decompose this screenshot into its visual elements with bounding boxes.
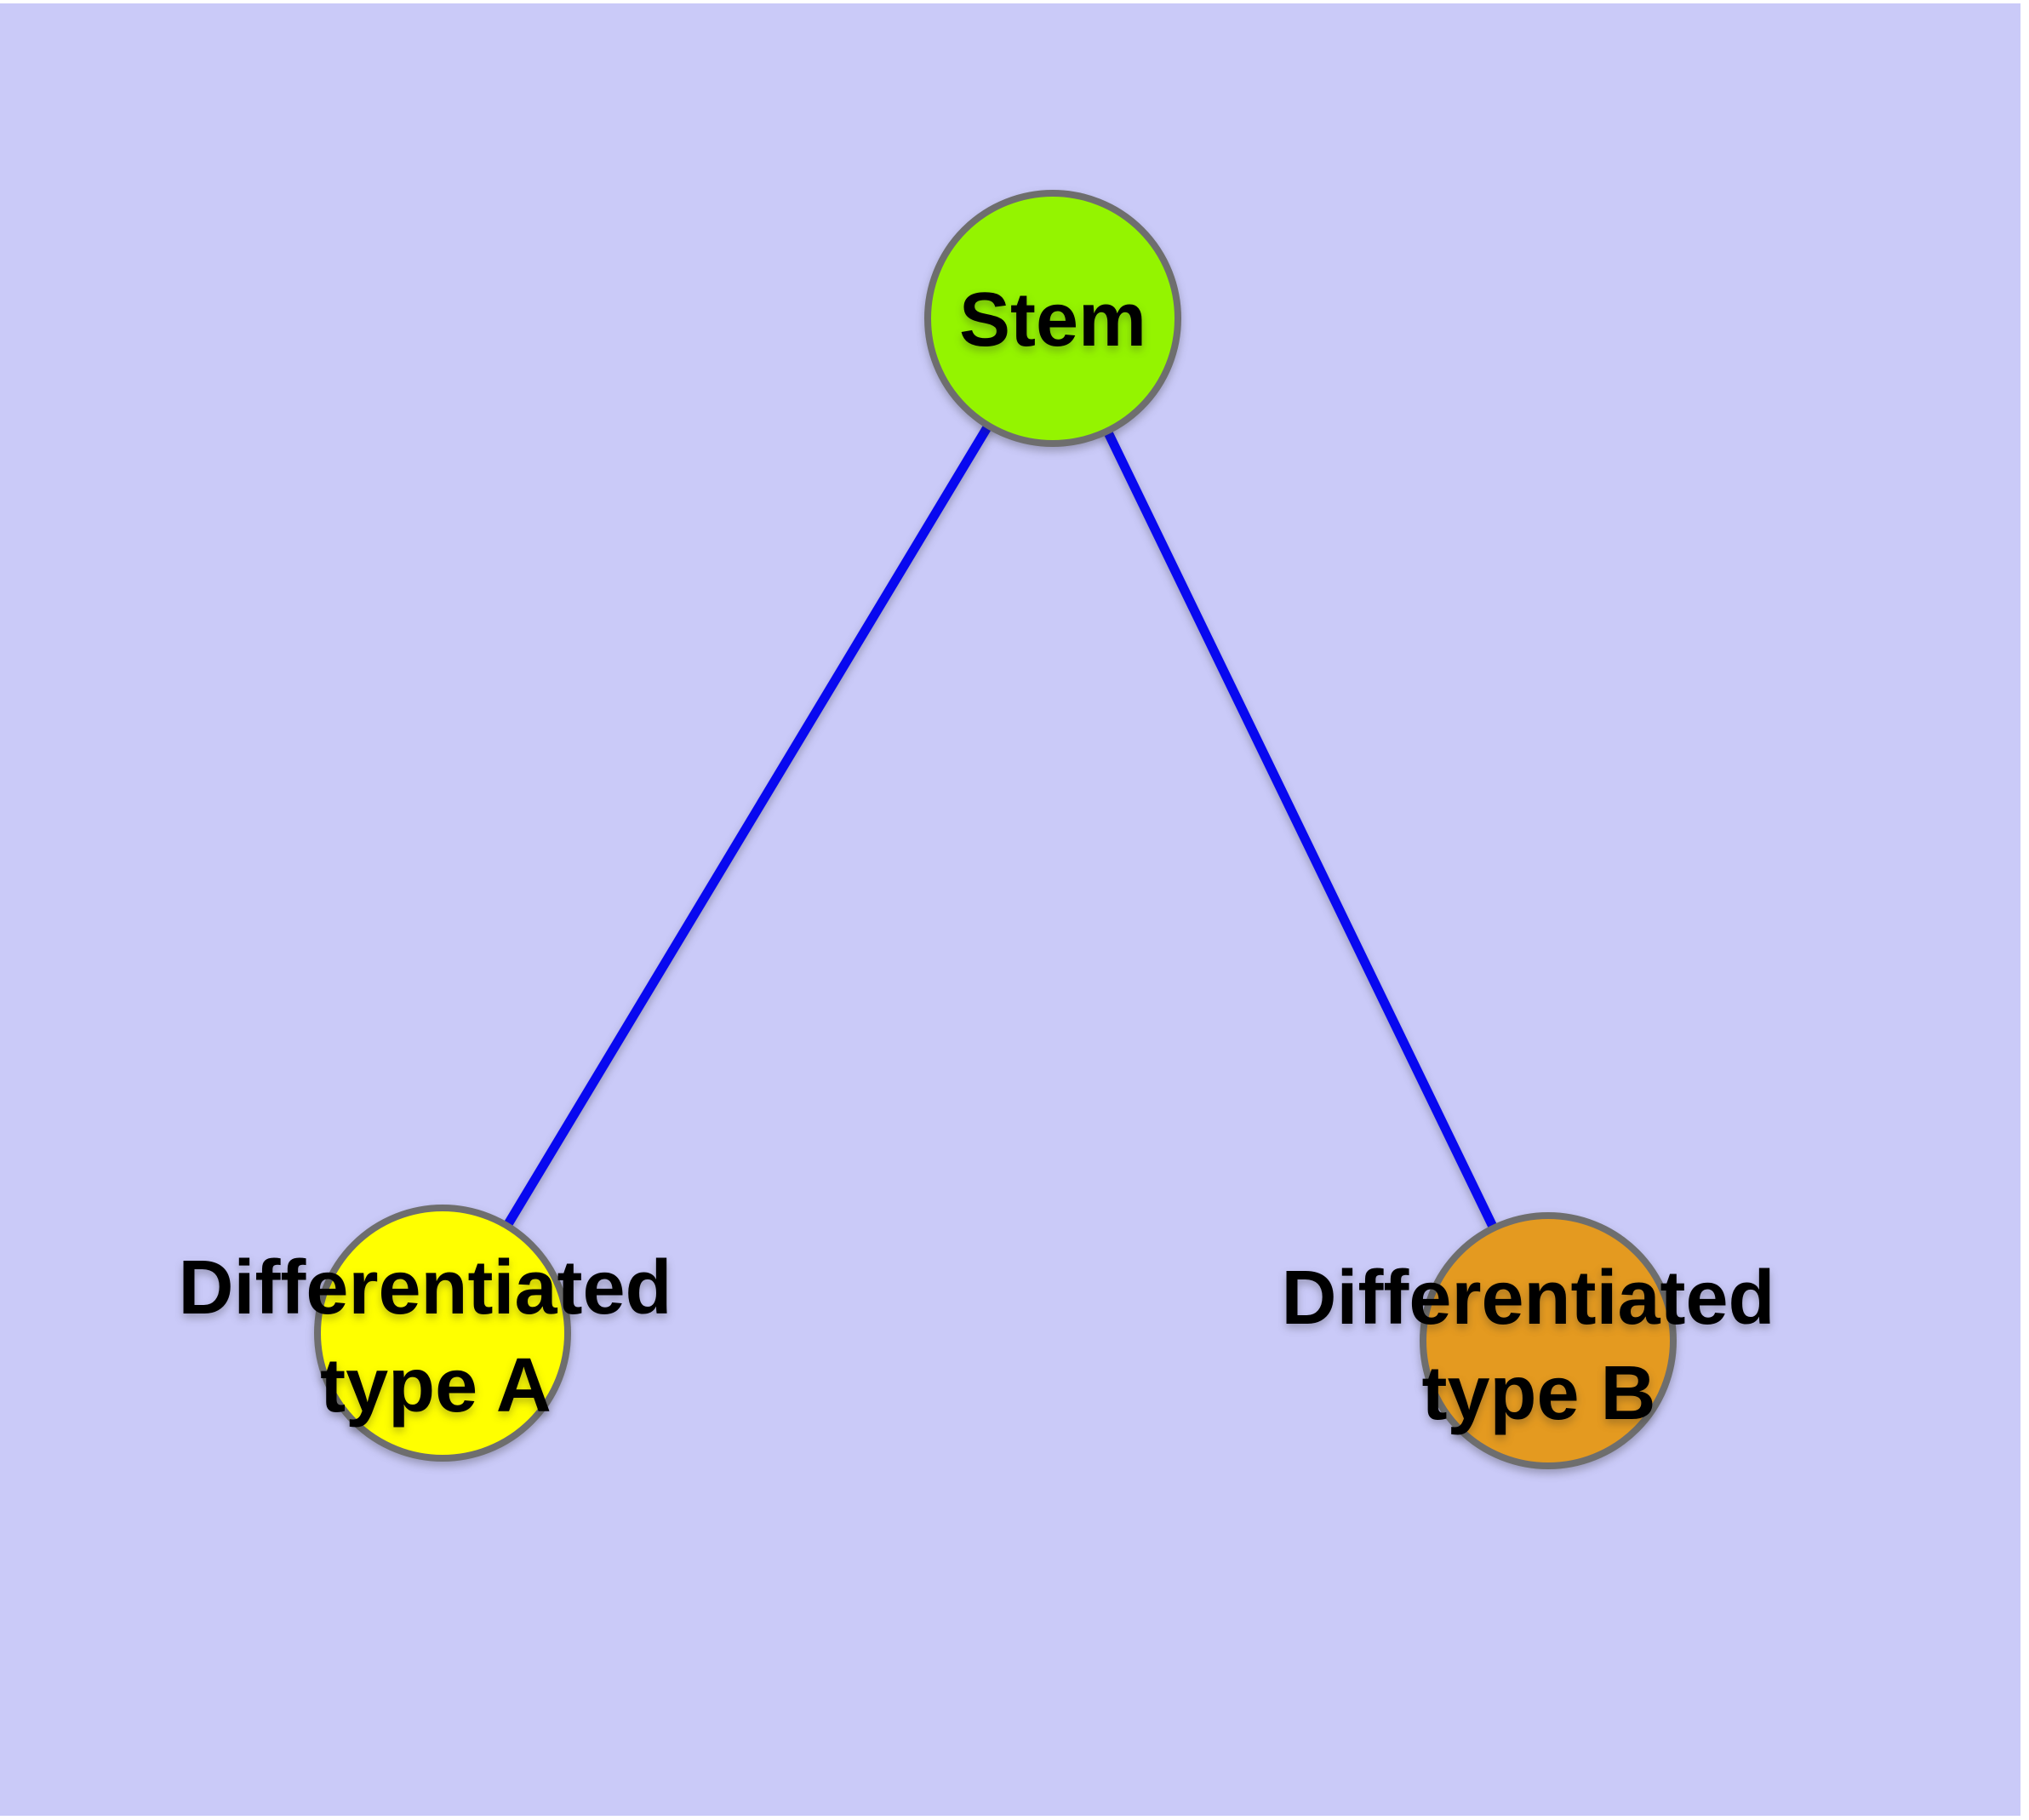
edge-layer — [438, 316, 1552, 1343]
node-differentiated-type-a-label-line2: type A — [320, 1343, 552, 1428]
node-stem-label: Stem — [959, 278, 1146, 363]
node-differentiated-type-b-label: Differentiated type B — [1281, 1256, 1796, 1436]
edge-stem-to-type-b — [1049, 316, 1552, 1343]
node-differentiated-type-b-label-line1: Differentiated — [1281, 1256, 1775, 1341]
node-layer — [314, 190, 1677, 1469]
label-layer: Stem Differentiated type A Differentiate… — [178, 278, 1796, 1436]
node-differentiated-type-b-label-line2: type B — [1421, 1351, 1655, 1436]
node-differentiated-type-a-label-line1: Differentiated — [178, 1245, 672, 1331]
node-differentiated-type-a-label: Differentiated type A — [178, 1245, 693, 1428]
edge-stem-to-type-a — [438, 316, 1057, 1336]
node-differentiated-type-b — [1420, 1212, 1677, 1469]
node-stem — [924, 190, 1181, 447]
node-differentiated-type-a — [314, 1205, 571, 1462]
